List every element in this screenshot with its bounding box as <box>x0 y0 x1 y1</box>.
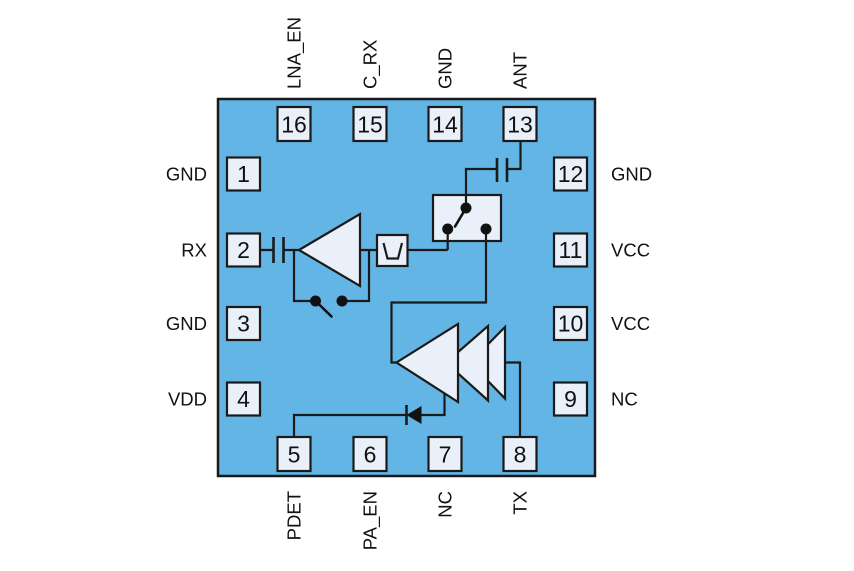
pin-9-box <box>552 381 589 417</box>
pin-5-number: 5 <box>288 442 301 468</box>
pa-stage-2-triangle <box>444 323 490 403</box>
pin-4-number: 4 <box>237 386 250 412</box>
pin-7-box <box>427 435 463 473</box>
pin-16-number: 16 <box>281 112 307 138</box>
power-amplifier-icon <box>394 322 507 405</box>
pin-2-label: RX <box>181 240 207 261</box>
pin-13-number: 13 <box>507 112 533 138</box>
pin-1: 1 <box>225 156 262 192</box>
pin-16: 16 <box>276 105 312 143</box>
pin-3-number: 3 <box>237 311 250 337</box>
pin-2: 2 <box>225 232 262 268</box>
diode-arrow <box>406 406 422 424</box>
pin-5: 5 <box>276 435 312 473</box>
pin-10-label: VCC <box>611 313 650 334</box>
pin-8-label: TX <box>510 491 531 515</box>
pin-5-box <box>276 435 312 473</box>
wires <box>260 141 522 437</box>
pin-6-label: PA_EN <box>360 491 382 550</box>
pin-11-label: VCC <box>611 240 650 261</box>
pin-9-label: NC <box>611 389 638 410</box>
pin-11-box <box>552 232 589 268</box>
pin-15-label: C_RX <box>360 40 382 89</box>
pin-10-number: 10 <box>558 311 584 337</box>
pin-15-number: 15 <box>357 112 383 138</box>
pin-16-box <box>276 105 312 143</box>
pin-12-number: 12 <box>558 161 584 187</box>
spdt-switch-pole-dot <box>460 202 472 214</box>
bypass-switch-throw-dot <box>336 295 348 307</box>
pin-14-box <box>427 105 463 143</box>
pin-12: 12 <box>552 156 589 192</box>
pin-4-label: VDD <box>168 389 207 410</box>
lna-bypass-trace <box>292 250 371 303</box>
pin-7-number: 7 <box>439 442 452 468</box>
pin-14: 14 <box>427 105 463 143</box>
spdt-switch-tx-throw-dot <box>480 223 492 235</box>
antenna-dc-block-capacitor-icon <box>495 158 509 182</box>
pin-3-box <box>225 305 262 342</box>
power-detector-diode-icon <box>405 405 422 425</box>
pa-stage-1-triangle <box>394 322 460 405</box>
pin-8-number: 8 <box>514 442 527 468</box>
pin-1-box <box>225 156 262 192</box>
rx-dc-block-capacitor-icon <box>272 237 285 263</box>
pin-6-number: 6 <box>364 442 377 468</box>
pin-12-label: GND <box>611 164 652 185</box>
pin-15: 15 <box>352 105 388 143</box>
pin-8: 8 <box>502 435 538 473</box>
pin-12-box <box>552 156 589 192</box>
bypass-switch-lever <box>314 299 333 318</box>
pin-14-number: 14 <box>432 112 458 138</box>
pin-2-number: 2 <box>237 237 250 263</box>
pin-13-label: ANT <box>510 52 531 89</box>
pin-9-number: 9 <box>564 386 577 412</box>
pin-7-label: NC <box>435 491 456 518</box>
pin-3: 3 <box>225 305 262 342</box>
pin-11: 11 <box>552 232 589 268</box>
pin-2-box <box>225 232 262 268</box>
pin-6: 6 <box>352 435 388 473</box>
lna-amplifier-icon <box>296 212 362 288</box>
switch-to-pa-trace <box>390 229 488 364</box>
pin-4: 4 <box>225 381 262 417</box>
pin-13: 13 <box>502 105 538 143</box>
spdt-switch-rx-throw-dot <box>442 223 454 235</box>
bandpass-filter-icon <box>382 242 404 260</box>
pin-8-box <box>502 435 538 473</box>
pin-11-number: 11 <box>559 237 583 263</box>
pin-10-box <box>552 305 589 342</box>
pin-3-label: GND <box>166 313 207 334</box>
pin-7: 7 <box>427 435 463 473</box>
switch-to-antenna-trace <box>464 141 522 208</box>
lna-bypass-switch-icon <box>310 295 348 318</box>
pin-6-box <box>352 435 388 473</box>
pin-5-label: PDET <box>284 491 305 540</box>
tx-input-trace <box>505 361 522 437</box>
pin-15-box <box>352 105 388 143</box>
pin-13-box <box>502 105 538 143</box>
pin-1-number: 1 <box>237 161 250 187</box>
pin-1-label: GND <box>166 164 207 185</box>
pin-4-box <box>225 381 262 417</box>
pdet-trace <box>292 393 446 437</box>
bandpass-filter-box <box>375 233 409 268</box>
pin-10: 10 <box>552 305 589 342</box>
pin-9: 9 <box>552 381 589 417</box>
spdt-switch-icon <box>442 202 492 235</box>
pin-14-label: GND <box>435 48 456 89</box>
pin-16-label: LNA_EN <box>284 17 306 89</box>
